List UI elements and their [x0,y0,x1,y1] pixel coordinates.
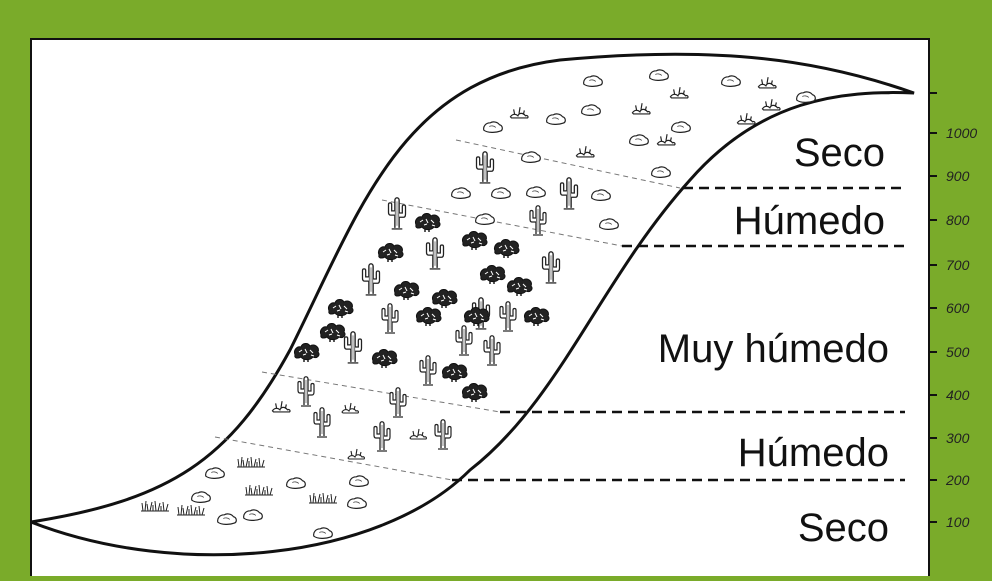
axis-tick-label: 600 [946,300,970,316]
zone-label-seco-top: Seco [794,131,885,175]
axis-tick-label: 500 [946,344,970,360]
elevation-axis: 1000 900 800 700 600 500 400 300 200 100 [929,93,977,530]
zone-label-muy-humedo: Muy húmedo [658,327,889,371]
axis-tick-label: 200 [945,472,970,488]
axis-tick-label: 1000 [946,125,977,141]
axis-tick-label: 800 [946,212,970,228]
zone-label-humedo-lower: Húmedo [738,431,889,475]
axis-tick-label: 100 [946,514,970,530]
zone-label-seco-bottom: Seco [798,506,889,550]
axis-tick-label: 900 [946,168,970,184]
axis-tick-label: 400 [946,387,970,403]
zone-label-humedo-upper: Húmedo [734,199,885,243]
axis-tick-label: 700 [946,257,970,273]
axis-tick-label: 300 [946,430,970,446]
